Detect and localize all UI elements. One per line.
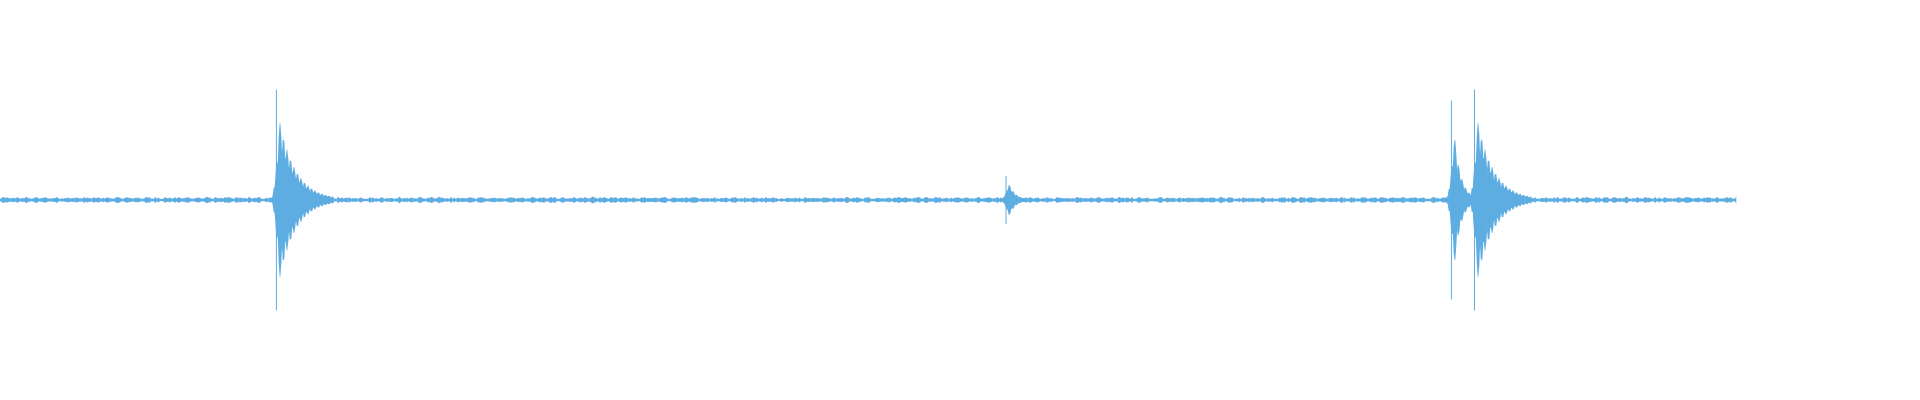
audio-waveform <box>0 89 1737 311</box>
waveform-panel <box>0 89 1737 311</box>
